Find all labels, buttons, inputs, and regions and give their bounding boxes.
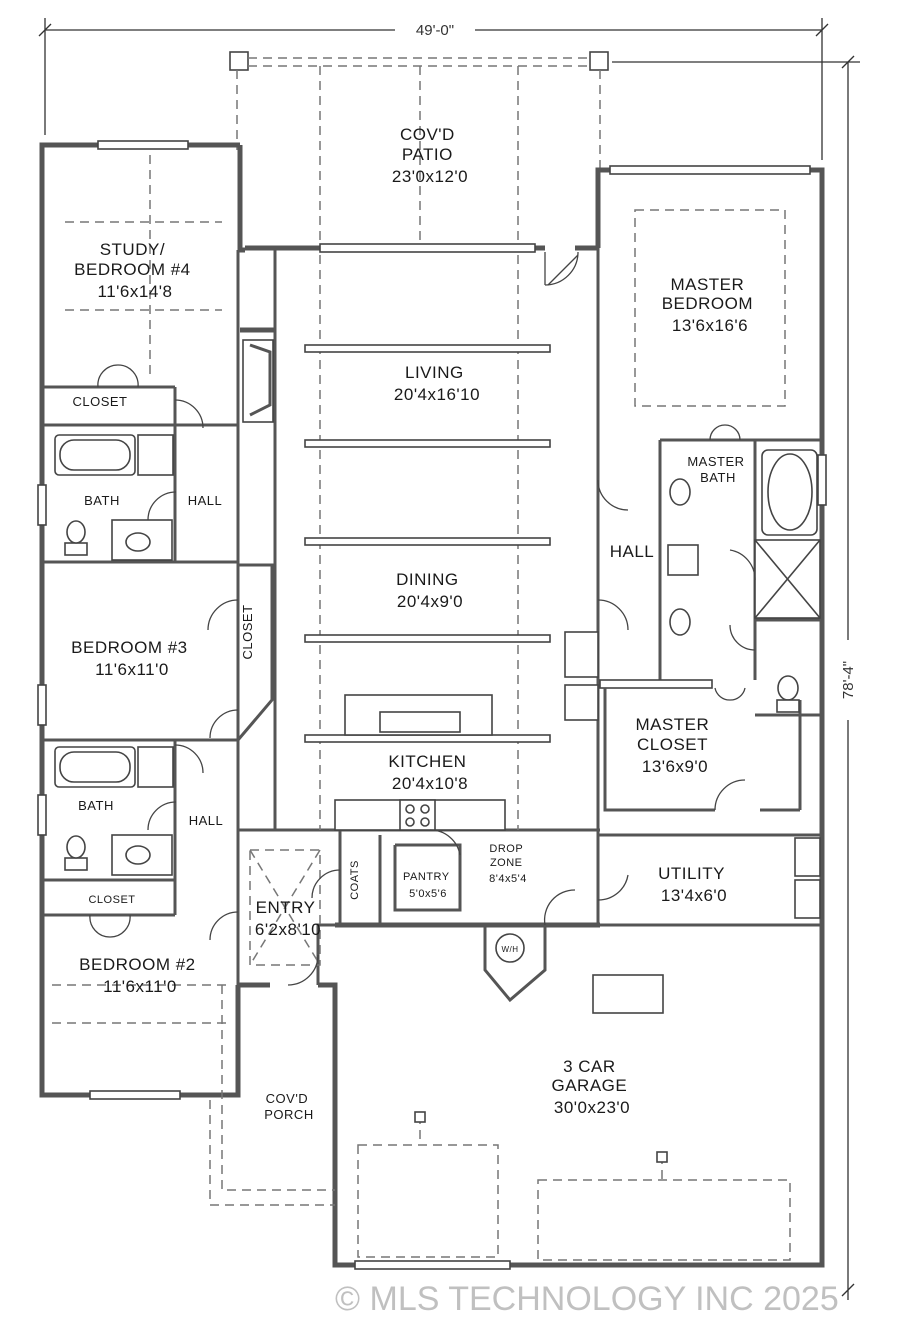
master-bedroom-label: MASTER BEDROOM 13'6x16'6: [662, 275, 759, 335]
interior-walls: [42, 248, 822, 1003]
bedroom2-label: BEDROOM #2 11'6x11'0: [79, 955, 201, 996]
coats-label: COATS: [349, 860, 361, 900]
garage-label: 3 CAR GARAGE 30'0x23'0: [552, 1057, 633, 1117]
kitchen-label: KITCHEN 20'4x10'8: [388, 752, 471, 793]
hall1-label: HALL: [188, 493, 223, 508]
utility-label: UTILITY 13'4x6'0: [658, 864, 730, 905]
doors: [89, 251, 756, 986]
study-closet-label: CLOSET: [72, 394, 127, 409]
ceiling-lines: [52, 155, 791, 1261]
hall2-label: HALL: [189, 813, 224, 828]
patio-outline: [229, 51, 609, 250]
entry-label: ENTRY 6'2x8'10: [255, 898, 321, 939]
dining-label: DINING 20'4x9'0: [396, 570, 464, 611]
bath1-label: BATH: [84, 493, 120, 508]
copyright-watermark: © MLS TECHNOLOGY INC 2025: [335, 1280, 839, 1318]
windows: [37, 140, 827, 1270]
study-label: STUDY/ BEDROOM #4 11'6x14'8: [74, 240, 196, 301]
width-dimension-label: 49'-0": [416, 22, 454, 39]
dimension-lines: [38, 18, 860, 1300]
bedroom3-closet-label: CLOSET: [240, 604, 255, 659]
living-label: LIVING 20'4x16'10: [394, 363, 480, 404]
fixtures: [54, 434, 821, 963]
patio-label: COV'D PATIO 23'0x12'0: [392, 125, 468, 186]
depth-dimension-label: 78'-4": [840, 661, 857, 699]
water-heater-label: W/H: [501, 945, 518, 954]
bedroom2-closet-label: CLOSET: [88, 894, 135, 906]
master-closet-label: MASTER CLOSET 13'6x9'0: [635, 715, 714, 776]
bath2-label: BATH: [78, 798, 114, 813]
drop-zone-label: DROP ZONE 8'4x5'4: [489, 843, 527, 885]
master-hall-label: HALL: [610, 542, 655, 561]
pantry-label: PANTRY 5'0x5'6: [403, 871, 453, 900]
master-bath-label: MASTER BATH: [687, 454, 748, 485]
bedroom3-label: BEDROOM #3 11'6x11'0: [71, 638, 193, 679]
porch-label: COV'D PORCH: [264, 1091, 313, 1122]
